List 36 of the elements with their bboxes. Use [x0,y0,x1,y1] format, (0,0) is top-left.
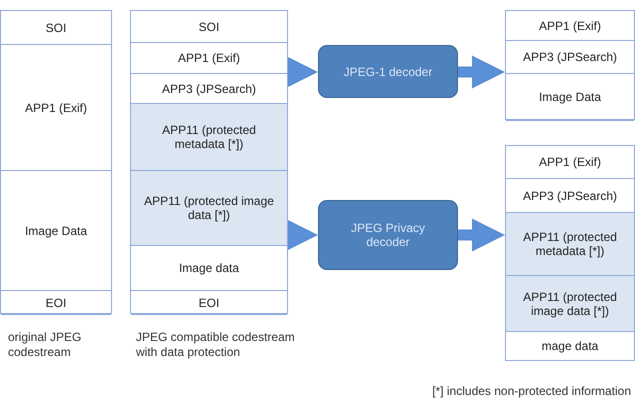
node-label: SOI [198,20,220,34]
segment-box [506,276,634,332]
node-label: EOI [44,296,68,310]
arrow [458,218,505,252]
codestream-box [505,145,635,361]
node-label: EOI [198,296,220,310]
node-label: APP1 (Exif) [538,18,602,32]
decoder-box [318,200,458,270]
node-label: APP11 (protected metadata [*]) [161,123,257,151]
segment-box [131,104,287,171]
arrow [458,56,505,88]
node-label: APP1 (Exif) [538,155,602,169]
node-label: APP1 (Exif) [24,100,88,114]
node-label: Image data [178,261,240,275]
codestream-box [0,10,112,314]
footnote: [*] includes non-protected information [432,384,631,399]
node-label: JPEG compatible codestream with data protection [136,330,296,360]
node-label: Image Data [24,224,88,238]
node-label: APP3 (JPSearch) [160,82,258,96]
node-label: APP11 (protected image data [*]) [522,290,618,318]
node-label: APP1 (Exif) [176,51,241,65]
node-label: mage data [540,339,600,353]
codestream-box [130,10,288,314]
node-label: original JPEG codestream [8,330,82,360]
decoder-box [318,45,458,98]
node-label: APP11 (protected image data [*]) [143,194,275,222]
codestream-box [505,10,635,120]
node-label: Image Data [538,90,602,104]
segment-box [131,171,287,246]
node-label: APP3 (JPSearch) [522,50,618,64]
node-label: APP11 (protected metadata [*]) [522,230,618,258]
node-label: JPEG-1 decoder [342,64,434,78]
node-label: SOI [44,20,68,34]
node-label: JPEG Privacy decoder [350,221,426,249]
node-label: APP3 (JPSearch) [522,188,618,202]
segment-box [506,213,634,276]
